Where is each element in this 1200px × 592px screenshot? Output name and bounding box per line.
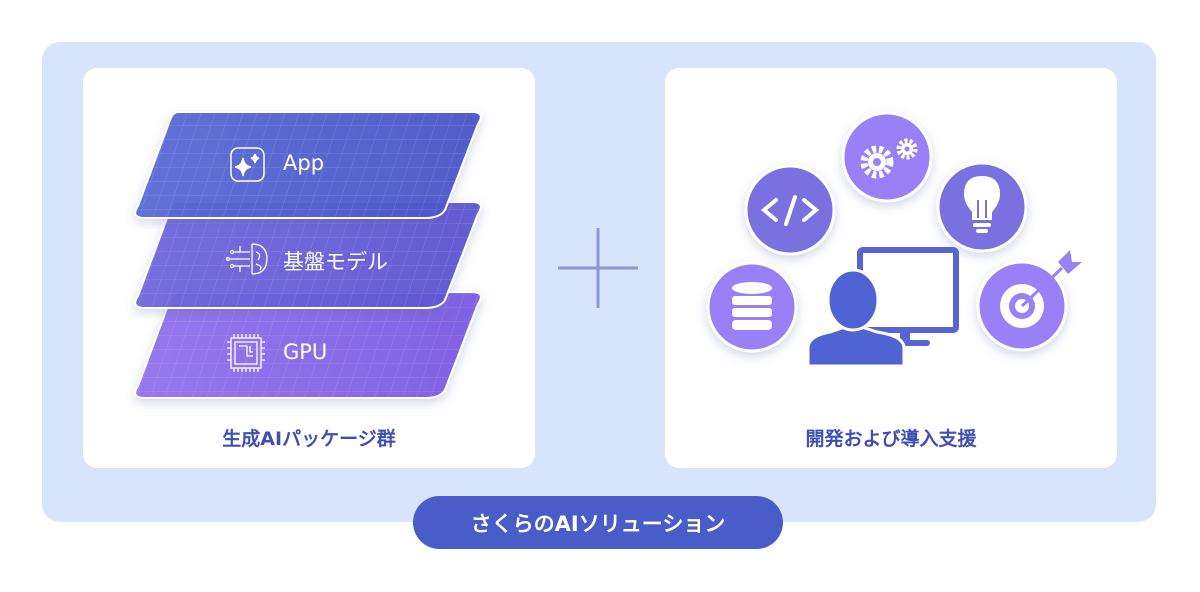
layer-foundation-model (134, 201, 482, 309)
database-circle (706, 261, 798, 353)
brain-icon (225, 243, 268, 275)
card-caption: 生成AIパッケージ群 (222, 428, 396, 450)
card-caption: 開発および導入支援 (805, 428, 977, 450)
lightbulb-icon (964, 176, 1000, 233)
layer-app (134, 111, 482, 219)
code-icon (760, 195, 820, 226)
plus-icon (558, 228, 638, 308)
chip-icon (227, 334, 265, 372)
database-icon (732, 282, 772, 330)
person-icon (806, 268, 906, 368)
solution-badge: さくらのAIソリューション (413, 496, 783, 549)
layer-label-gpu: GPU (283, 340, 328, 364)
layer-label-foundation-model: 基盤モデル (283, 250, 388, 274)
target-icon (1000, 250, 1082, 328)
solution-label: さくらのAIソリューション (470, 511, 726, 536)
gears-icon (860, 138, 918, 179)
layer-label-app: App (283, 151, 325, 175)
gears-circle (841, 111, 933, 203)
sparkle-icon (230, 147, 265, 182)
layer-gpu (134, 291, 482, 399)
